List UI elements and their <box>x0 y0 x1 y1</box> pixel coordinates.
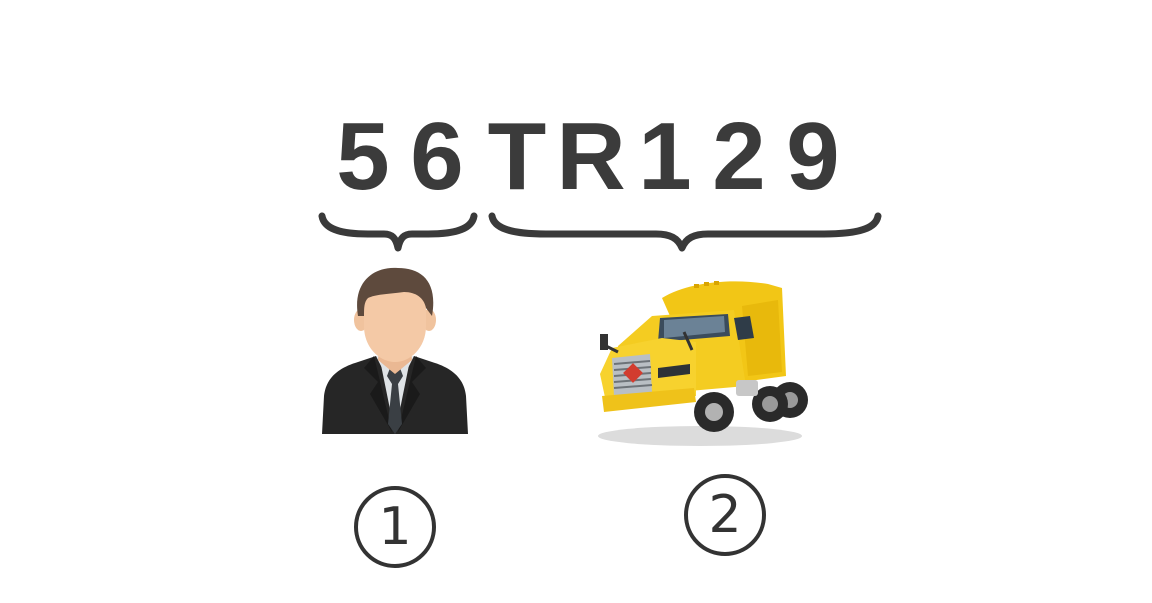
code-char: 5 <box>336 103 390 210</box>
code-group-1: 5 6 <box>326 103 474 210</box>
brace-1 <box>318 212 478 252</box>
code-char: 6 <box>410 103 464 210</box>
brace-2 <box>488 212 882 252</box>
truck-icon <box>598 281 808 446</box>
code-char: R <box>556 103 626 210</box>
segment-2-number-badge: 2 <box>684 474 766 556</box>
code-char: 2 <box>712 103 766 210</box>
person-icon <box>322 267 468 434</box>
code-group-2: T R 1 2 9 <box>480 103 850 210</box>
segment-1-number-badge: 1 <box>354 486 436 568</box>
code-char: T <box>487 103 547 210</box>
code-char: 9 <box>786 103 840 210</box>
code-char: 1 <box>638 103 692 210</box>
